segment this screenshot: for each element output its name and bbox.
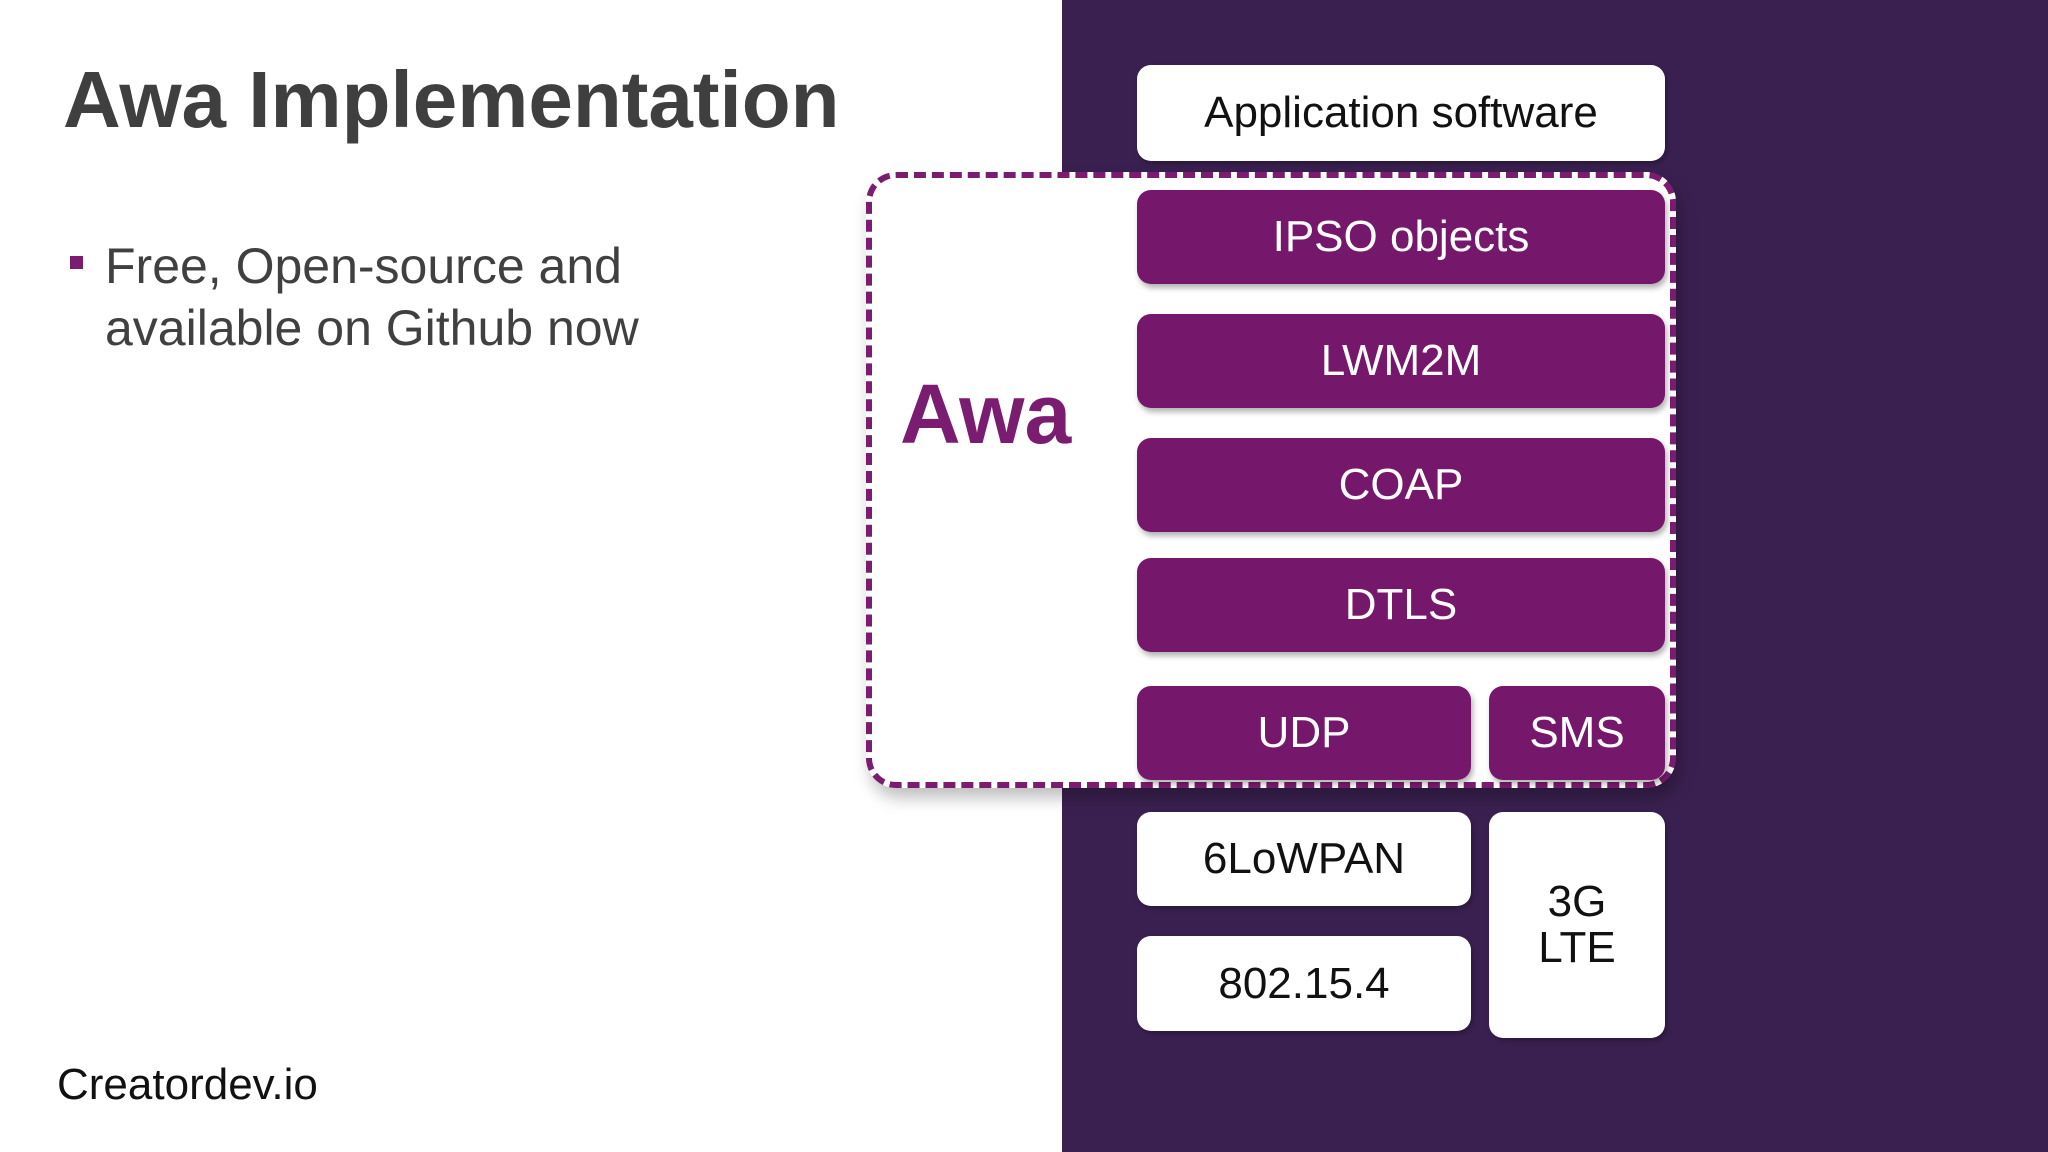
slide-title: Awa Implementation bbox=[63, 55, 840, 144]
bullet-text: Free, Open-source and available on Githu… bbox=[105, 238, 639, 356]
layer-6lowpan: 6LoWPAN bbox=[1137, 812, 1471, 906]
layer-lte-label: LTE bbox=[1538, 923, 1616, 972]
layer-ipso-objects: IPSO objects bbox=[1137, 190, 1665, 284]
layer-lwm2m: LWM2M bbox=[1137, 314, 1665, 408]
footer-website: Creatordev.io bbox=[57, 1060, 318, 1109]
layer-udp: UDP bbox=[1137, 686, 1471, 780]
bullet-square-icon bbox=[70, 256, 83, 269]
awa-group-label: Awa bbox=[900, 367, 1072, 461]
layer-application-software: Application software bbox=[1137, 65, 1665, 161]
layer-coap: COAP bbox=[1137, 438, 1665, 532]
layer-dtls: DTLS bbox=[1137, 558, 1665, 652]
layer-802-15-4: 802.15.4 bbox=[1137, 936, 1471, 1031]
layer-3g-lte: 3G LTE bbox=[1489, 812, 1665, 1038]
layer-sms: SMS bbox=[1489, 686, 1665, 780]
layer-3g-label: 3G bbox=[1547, 877, 1607, 926]
